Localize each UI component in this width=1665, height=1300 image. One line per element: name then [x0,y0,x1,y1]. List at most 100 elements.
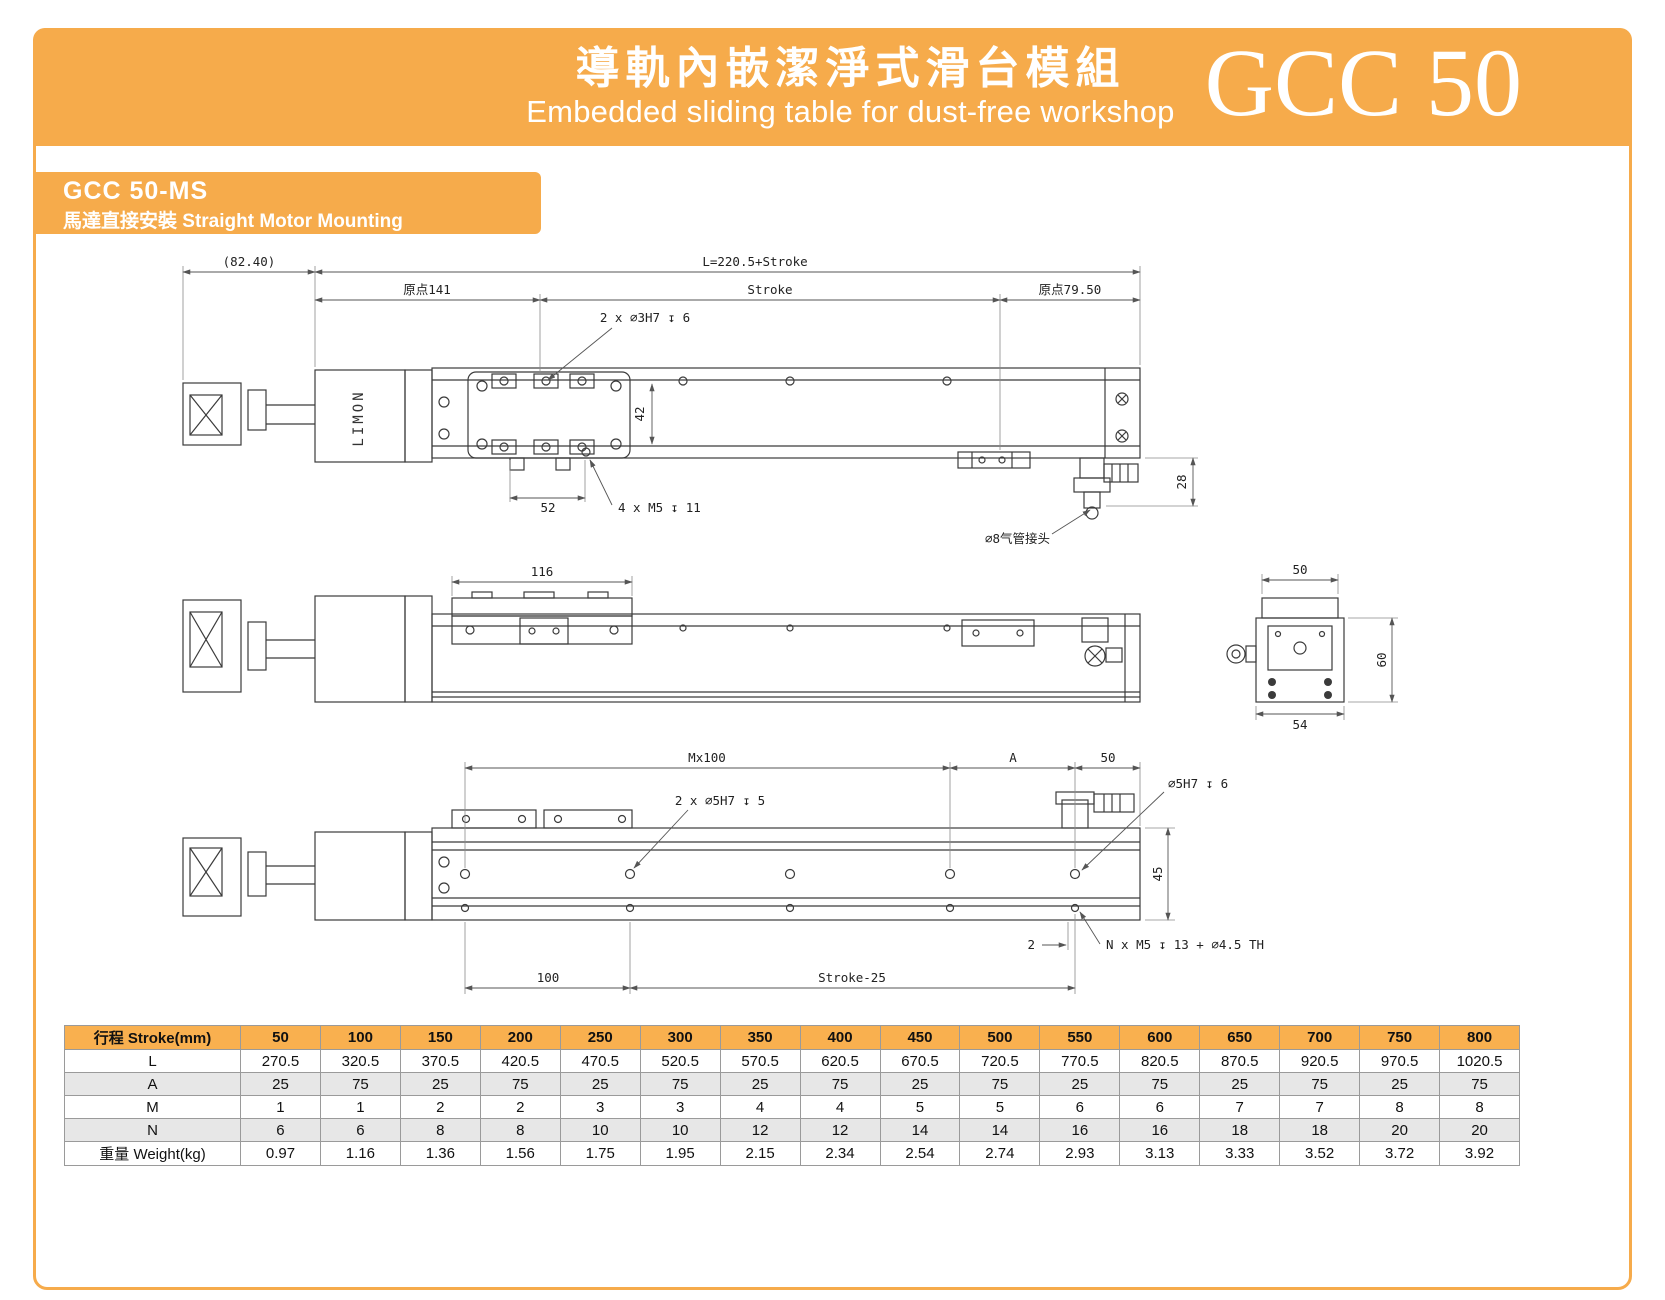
dim-100: 100 [537,970,560,985]
note-nxm5: N x M5 ↧ 13 + ⌀4.5 TH [1106,937,1264,952]
dim-50: 50 [1100,750,1115,765]
drawing-plan-view: LIMON [182,254,1198,546]
plan-extension-lines [182,266,1198,507]
spec-cell: 2.54 [879,1141,961,1166]
section-tab: GCC 50-MS 馬達直接安裝 Straight Motor Mounting [33,172,541,234]
spec-cell: 620.5 [799,1049,881,1073]
end-view-screws [1268,678,1332,699]
stroke-value-header: 150 [399,1025,481,1050]
row-label: N [64,1118,241,1142]
note-5h7-right: ⌀5H7 ↧ 6 [1168,776,1228,791]
spec-cell: 320.5 [319,1049,401,1073]
spec-cell: 1.36 [399,1141,481,1166]
dim-28: 28 [1174,474,1189,489]
spec-cell: 770.5 [1039,1049,1121,1073]
title-english: Embedded sliding table for dust-free wor… [526,93,1175,129]
bottom-extension-lines [464,762,1175,994]
bottom-motor-assembly [182,831,433,921]
spec-cell: 20 [1359,1118,1441,1142]
header-titles: 導軌內嵌潔淨式滑台模組 Embedded sliding table for d… [526,44,1174,129]
stroke-value-header: 800 [1439,1025,1520,1050]
spec-cell: 5 [879,1095,961,1119]
spec-cell: 1.75 [559,1141,641,1166]
stroke-value-header: 600 [1119,1025,1201,1050]
spec-cell: 25 [559,1072,641,1096]
spec-cell: 75 [799,1072,881,1096]
spec-cell: 14 [879,1118,961,1142]
spec-cell: 920.5 [1279,1049,1361,1073]
row-label: L [64,1049,241,1073]
spec-cell: 1.95 [639,1141,721,1166]
side-sensor-and-fitting [961,617,1123,667]
spec-cell: 16 [1039,1118,1121,1142]
spec-cell: 75 [319,1072,401,1096]
dim-stroke-25: Stroke-25 [818,970,886,985]
dim-end-50: 50 [1292,562,1307,577]
header: 導軌內嵌潔淨式滑台模組 Embedded sliding table for d… [33,28,1632,146]
dim-a: A [1009,750,1017,765]
spec-cell: 75 [639,1072,721,1096]
plan-carriage [467,371,631,471]
spec-cell: 8 [1359,1095,1441,1119]
row-label: 重量 Weight(kg) [64,1141,241,1166]
spec-cell: 75 [1439,1072,1520,1096]
note-m5-holes: 4 x M5 ↧ 11 [618,500,701,515]
stroke-value-header: 550 [1039,1025,1121,1050]
variant-subtitle: 馬達直接安裝 Straight Motor Mounting [63,211,403,232]
dim-116: 116 [531,564,554,579]
stroke-value-header: 250 [559,1025,641,1050]
stroke-value-header: 700 [1279,1025,1361,1050]
spec-cell: 670.5 [879,1049,961,1073]
spec-cell: 2 [479,1095,561,1119]
spec-cell: 12 [799,1118,881,1142]
spec-cell: 75 [479,1072,561,1096]
spec-cell: 18 [1199,1118,1281,1142]
dim-end-54: 54 [1292,717,1307,732]
spec-cell: 2.93 [1039,1141,1121,1166]
side-motor-assembly [182,595,433,703]
variant-label: GCC 50-MS [63,177,209,205]
stroke-value-header: 500 [959,1025,1041,1050]
spec-cell: 75 [1279,1072,1361,1096]
plan-sensor-and-fitting [957,451,1139,520]
spec-cell: 5 [959,1095,1041,1119]
spec-cell: 25 [240,1072,321,1096]
dim-stroke: Stroke [747,282,792,297]
spec-cell: 25 [1359,1072,1441,1096]
spec-cell: 6 [1119,1095,1201,1119]
spec-cell: 1.16 [319,1141,401,1166]
spec-cell: 820.5 [1119,1049,1201,1073]
row-label: A [64,1072,241,1096]
spec-cell: 8 [399,1118,481,1142]
drawing-side-view: 116 50 60 54 [182,562,1398,732]
stroke-value-header: 750 [1359,1025,1441,1050]
spec-cell: 420.5 [479,1049,561,1073]
brand-label: LIMON [351,389,367,446]
spec-cell: 720.5 [959,1049,1041,1073]
spec-cell: 8 [1439,1095,1520,1119]
dim-end-60: 60 [1374,652,1389,667]
stroke-header-cell: 行程 Stroke(mm) [64,1025,241,1050]
spec-cell: 970.5 [1359,1049,1441,1073]
spec-cell: 470.5 [559,1049,641,1073]
spec-cell: 1 [240,1095,321,1119]
spec-cell: 3.13 [1119,1141,1201,1166]
spec-cell: 7 [1199,1095,1281,1119]
spec-cell: 25 [719,1072,801,1096]
spec-cell: 6 [319,1118,401,1142]
spec-cell: 3.72 [1359,1141,1441,1166]
spec-cell: 75 [959,1072,1041,1096]
spec-cell: 3 [639,1095,721,1119]
spec-cell: 8 [479,1118,561,1142]
bottom-rail-body [431,809,1141,921]
stroke-value-header: 300 [639,1025,721,1050]
spec-cell: 370.5 [399,1049,481,1073]
spec-cell: 570.5 [719,1049,801,1073]
dim-width-42: 42 [632,406,647,421]
spec-cell: 14 [959,1118,1041,1142]
